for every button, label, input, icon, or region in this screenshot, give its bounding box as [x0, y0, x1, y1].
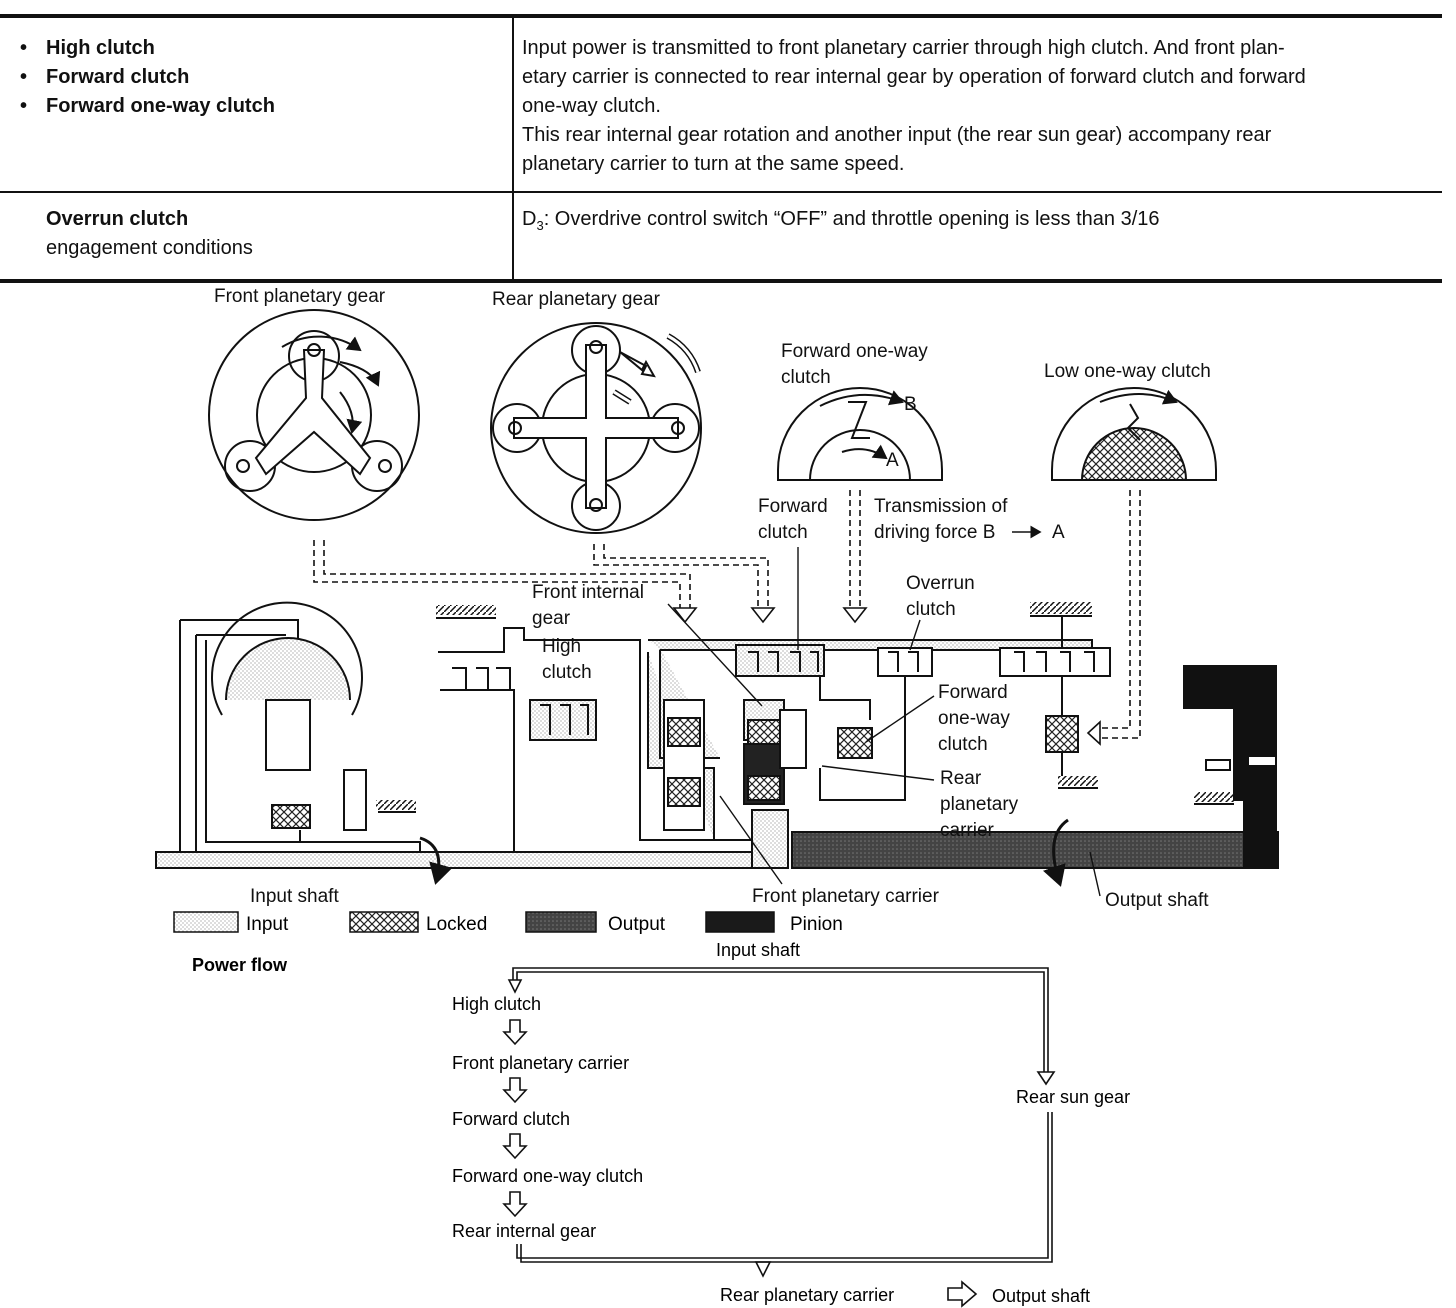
label-overrun-1: Overrun [906, 573, 975, 594]
forward-one-way-clutch-illustration [777, 387, 943, 481]
label-transmission-2: driving force B [874, 522, 995, 543]
flow-step-forward-owc: Forward one-way clutch [452, 1166, 643, 1186]
label-a: A [886, 450, 899, 471]
label-forward-clutch-1: Forward [758, 496, 828, 517]
leader-lines [667, 547, 1101, 897]
list-item: •High clutch [20, 37, 155, 59]
legend-swatch-pinion [705, 911, 775, 933]
rear-planetary-gear-illustration [490, 322, 702, 534]
flow-step-rear-internal-gear: Rear internal gear [452, 1221, 596, 1241]
label-front-planetary-gear: Front planetary gear [214, 286, 386, 307]
label-rear-pc-1: Rear [940, 768, 982, 789]
label-front-internal-1: Front internal [532, 582, 644, 603]
power-flow-chart: Power flow Input shaft High clutch Front… [192, 940, 1130, 1308]
flow-step-forward-clutch: Forward clutch [452, 1109, 570, 1129]
label-rear-pc-2: planetary [940, 794, 1019, 815]
legend-swatch-input [173, 911, 239, 933]
label-transmission-1: Transmission of [874, 496, 1008, 517]
description-line: Input power is transmitted to front plan… [522, 37, 1285, 59]
description-line: This rear internal gear rotation and ano… [522, 124, 1272, 146]
table-row: •High clutch •Forward clutch •Forward on… [0, 14, 1442, 193]
description-line: etary carrier is connected to rear inter… [522, 66, 1306, 88]
label-fowc-3: clutch [938, 734, 988, 755]
transmission-cross-section [155, 601, 1279, 887]
operating-elements-cell: •High clutch •Forward clutch •Forward on… [0, 14, 514, 193]
flow-step-front-planetary-carrier: Front planetary carrier [452, 1053, 629, 1073]
label-front-planetary-carrier: Front planetary carrier [752, 886, 940, 907]
label-rear-pc-3: carrier [940, 820, 995, 841]
label-high-clutch-1: High [542, 636, 581, 657]
element-forward-clutch: Forward clutch [46, 66, 190, 88]
dashed-connectors [313, 490, 1141, 739]
label-transmission-3: A [1052, 522, 1065, 543]
label-b: B [904, 394, 917, 415]
legend-output-label: Output [608, 914, 666, 935]
flow-input-shaft: Input shaft [716, 940, 800, 960]
low-one-way-clutch-illustration [1051, 387, 1217, 481]
label-overrun-2: clutch [906, 599, 956, 620]
legend-locked-label: Locked [426, 914, 487, 935]
label-forward-owc-1: Forward one-way [781, 341, 928, 362]
flow-rear-planetary-carrier: Rear planetary carrier [720, 1285, 894, 1305]
legend-swatch-output [525, 911, 597, 933]
label-forward-owc-2: clutch [781, 367, 831, 388]
power-flow-title: Power flow [192, 955, 288, 975]
table-row: Overrun clutch engagement conditions D3:… [0, 192, 1442, 283]
overrun-cell: Overrun clutch engagement conditions [0, 192, 514, 283]
element-list: •High clutch •Forward clutch •Forward on… [0, 34, 512, 121]
legend: Input Locked Output Pinion [173, 911, 843, 935]
overrun-title: Overrun clutch [46, 208, 189, 230]
condition-cell: D3: Overdrive control switch “OFF” and t… [513, 192, 1442, 283]
front-planetary-gear-illustration [208, 309, 420, 521]
flow-step-high-clutch: High clutch [452, 994, 541, 1014]
label-high-clutch-2: clutch [542, 662, 592, 683]
description-line: one-way clutch. [522, 95, 661, 117]
label-fowc-1: Forward [938, 682, 1008, 703]
info-table: •High clutch •Forward clutch •Forward on… [0, 14, 1442, 283]
description-cell: Input power is transmitted to front plan… [513, 14, 1442, 193]
element-forward-owc: Forward one-way clutch [46, 95, 275, 117]
flow-output-shaft: Output shaft [992, 1286, 1090, 1306]
list-item: •Forward one-way clutch [20, 95, 275, 117]
description-line: planetary carrier to turn at the same sp… [522, 153, 905, 175]
legend-input-label: Input [246, 914, 289, 935]
legend-pinion-label: Pinion [790, 914, 843, 935]
legend-swatch-locked [349, 911, 419, 933]
condition-sub: 3 [536, 218, 544, 233]
list-item: •Forward clutch [20, 66, 190, 88]
label-front-internal-2: gear [532, 608, 571, 629]
condition-prefix: D [522, 208, 537, 230]
flow-arrows [502, 979, 1056, 1308]
label-low-owc: Low one-way clutch [1044, 361, 1211, 382]
flow-rear-sun-gear: Rear sun gear [1016, 1087, 1130, 1107]
dashed-arrowheads [672, 607, 1101, 746]
label-forward-clutch-2: clutch [758, 522, 808, 543]
overrun-subtitle: engagement conditions [46, 237, 253, 259]
diagram-labels: Front planetary gear Rear planetary gear… [214, 286, 1211, 911]
label-output-shaft: Output shaft [1105, 890, 1209, 911]
label-rear-planetary-gear: Rear planetary gear [492, 289, 661, 310]
label-input-shaft: Input shaft [250, 886, 339, 907]
element-high-clutch: High clutch [46, 37, 155, 59]
condition-text: : Overdrive control switch “OFF” and thr… [543, 208, 1160, 230]
label-fowc-2: one-way [938, 708, 1010, 729]
